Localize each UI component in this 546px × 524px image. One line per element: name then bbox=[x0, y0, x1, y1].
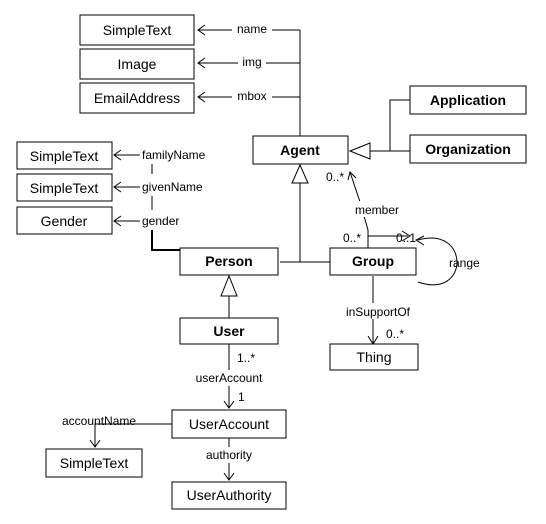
user-authority-box: UserAuthority bbox=[171, 481, 287, 510]
email-address-box: EmailAddress bbox=[79, 82, 195, 114]
mbox-association-label: mbox bbox=[237, 89, 266, 103]
user-authority-label: UserAuthority bbox=[187, 487, 272, 503]
gender-arrowhead bbox=[113, 215, 122, 227]
agent-member-multiplicity: 0..* bbox=[326, 170, 344, 184]
in-support-of-association-label: inSupportOf bbox=[346, 305, 411, 319]
agent-generalization-arrow bbox=[348, 142, 371, 160]
user-account-arrowhead bbox=[223, 400, 235, 409]
range-self-loop bbox=[417, 237, 458, 286]
user-box: User bbox=[179, 317, 279, 345]
user-account-association-label: userAccount bbox=[196, 371, 263, 385]
simpletext-family-box: SimpleText bbox=[16, 141, 113, 170]
mbox-arrowhead bbox=[197, 91, 206, 103]
agent-box: Agent bbox=[252, 135, 349, 165]
given-name-arrowhead bbox=[113, 181, 122, 193]
member-right-arrowhead bbox=[401, 230, 411, 242]
thing-label: Thing bbox=[356, 349, 391, 365]
user-generalization-arrow bbox=[220, 274, 238, 297]
person-group-generalization-arrow bbox=[291, 163, 309, 184]
group-member-source-multiplicity: 0..* bbox=[343, 231, 361, 245]
user-account-target-multiplicity: 1 bbox=[238, 390, 245, 404]
user-account-source-multiplicity: 1..* bbox=[237, 351, 255, 365]
gender-box-label: Gender bbox=[41, 213, 88, 229]
family-name-arrowhead bbox=[113, 149, 122, 161]
person-label: Person bbox=[205, 253, 252, 269]
account-name-arrowhead bbox=[89, 439, 101, 448]
gender-box: Gender bbox=[16, 206, 113, 235]
simpletext-family-label: SimpleText bbox=[30, 148, 99, 164]
authority-arrowhead bbox=[223, 472, 235, 481]
user-account-box: UserAccount bbox=[171, 409, 287, 439]
application-label: Application bbox=[430, 92, 506, 108]
image-label: Image bbox=[118, 56, 157, 72]
group-box: Group bbox=[329, 247, 417, 276]
organization-box: Organization bbox=[409, 134, 527, 164]
user-label: User bbox=[213, 323, 245, 339]
simpletext-account-label: SimpleText bbox=[60, 455, 129, 471]
group-member-target-multiplicity: 0..1 bbox=[396, 231, 416, 245]
img-association-label: img bbox=[242, 55, 261, 69]
organization-label: Organization bbox=[425, 141, 511, 157]
simpletext-given-box: SimpleText bbox=[16, 173, 113, 202]
thing-box: Thing bbox=[329, 343, 419, 371]
simpletext-given-label: SimpleText bbox=[30, 180, 99, 196]
thing-multiplicity: 0..* bbox=[386, 327, 404, 341]
given-name-association-label: givenName bbox=[142, 180, 203, 194]
range-arrowhead bbox=[414, 235, 425, 246]
group-label: Group bbox=[352, 253, 394, 269]
simpletext-name-label: SimpleText bbox=[103, 22, 172, 38]
person-box: Person bbox=[179, 247, 279, 276]
name-arrowhead bbox=[197, 24, 206, 36]
member-arrowhead bbox=[347, 171, 357, 181]
application-generalization bbox=[370, 99, 410, 152]
authority-association-label: authority bbox=[206, 448, 252, 462]
account-name-association-label: accountName bbox=[62, 414, 136, 428]
simpletext-account-box: SimpleText bbox=[45, 448, 143, 478]
email-address-label: EmailAddress bbox=[94, 90, 180, 106]
range-association-label: range bbox=[449, 256, 480, 270]
application-box: Application bbox=[409, 85, 527, 115]
simpletext-name-box: SimpleText bbox=[79, 14, 195, 46]
name-association-label: name bbox=[237, 22, 267, 36]
agent-label: Agent bbox=[280, 142, 320, 158]
gender-association-label: gender bbox=[142, 214, 179, 228]
user-account-label: UserAccount bbox=[189, 416, 269, 432]
member-association-label: member bbox=[355, 203, 399, 217]
img-arrowhead bbox=[197, 57, 206, 69]
image-box: Image bbox=[79, 48, 195, 80]
family-name-association-label: familyName bbox=[142, 148, 206, 162]
account-name-connector bbox=[94, 423, 172, 447]
